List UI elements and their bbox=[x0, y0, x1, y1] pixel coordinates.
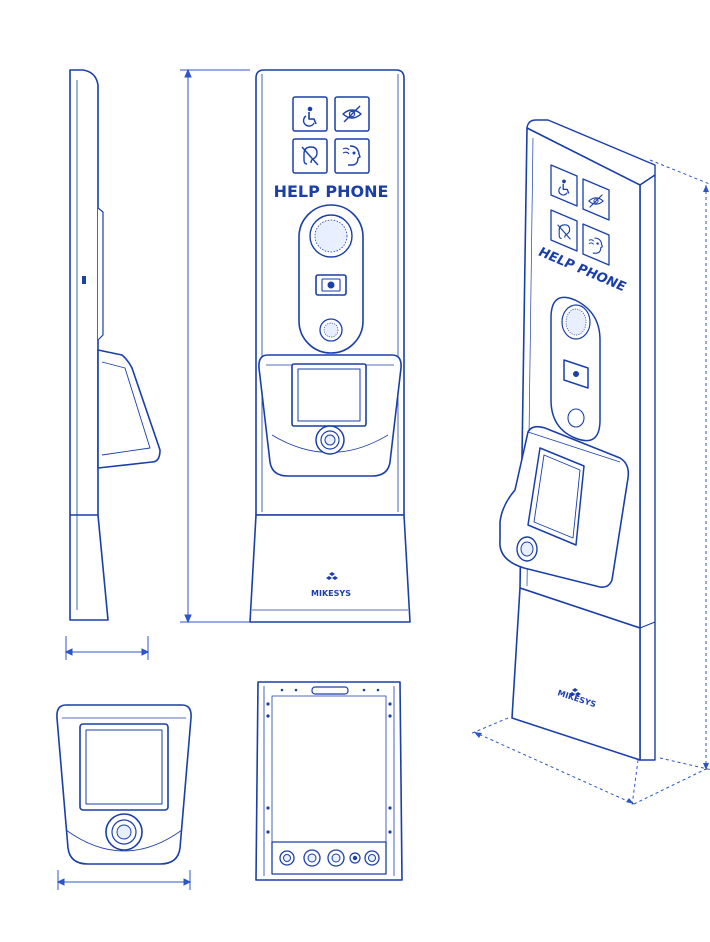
isometric-view: HELP PHONE MIKESYS bbox=[499, 119, 656, 761]
brand-logo-icon bbox=[326, 572, 338, 580]
keypad-detail-view bbox=[56, 704, 192, 865]
height-dimension bbox=[180, 68, 250, 624]
front-brand-label: MIKESYS bbox=[311, 589, 351, 598]
iso-dimensions bbox=[469, 159, 710, 807]
side-view bbox=[69, 69, 161, 621]
rear-view bbox=[255, 681, 403, 881]
iso-icon-grid bbox=[550, 164, 610, 266]
help-phone-label: HELP PHONE bbox=[274, 182, 389, 201]
side-depth-dimension bbox=[64, 636, 150, 660]
front-view: HELP PHONE MIKESYS bbox=[249, 69, 411, 623]
rear-connector-row bbox=[279, 849, 380, 867]
keypad-width-dimension bbox=[56, 870, 192, 890]
accessibility-icon-grid bbox=[292, 96, 370, 174]
